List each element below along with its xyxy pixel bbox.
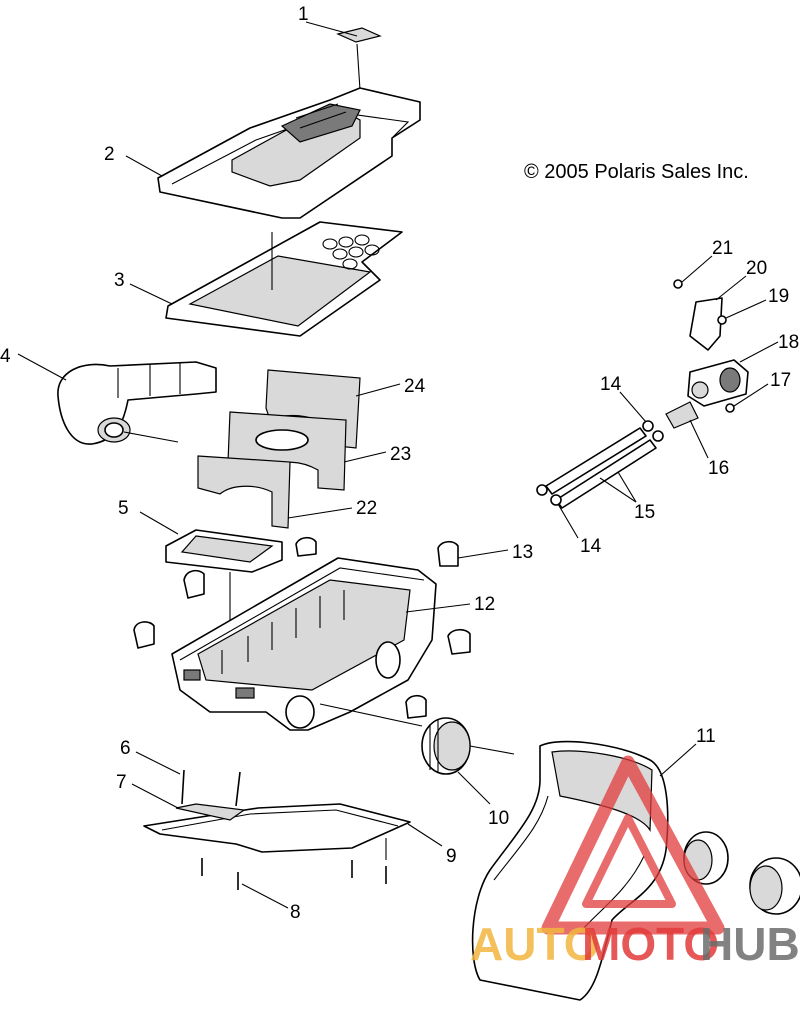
part-10-coupler [319,703,515,805]
callout-16: 16 [708,458,729,479]
callout-22: 22 [356,498,377,519]
part-3-air-filter [129,221,403,337]
part-8-screws [201,838,387,909]
part-20-bracket [689,275,747,351]
callout-12: 12 [474,594,495,615]
part-6-studs [135,751,241,807]
part-19-screw [717,299,767,325]
part-12-airbox-tray [171,557,471,731]
copyright-notice: © 2005 Polaris Sales Inc. [524,161,749,183]
part-4-intake-duct [17,353,217,445]
callout-4: 4 [0,346,11,367]
callout-8: 8 [290,902,301,923]
callout-6: 6 [120,738,131,759]
callout-21: 21 [712,238,733,259]
part-13-clips [133,536,509,719]
watermark-hub: HUB [700,918,800,970]
callout-23: 23 [390,444,411,465]
watermark-moto: MOTO [582,918,719,970]
watermark-auto: AUTO [470,918,600,970]
filter-holes [322,234,380,270]
callout-13: 13 [512,542,533,563]
part-1-decal [305,21,382,91]
callout-9: 9 [446,846,457,867]
callout-14-lower: 14 [580,536,602,557]
callout-3: 3 [114,270,125,291]
callout-5: 5 [118,498,129,519]
callout-11: 11 [696,726,716,747]
callout-10: 10 [488,808,509,829]
part-22-foam [197,455,353,529]
part-17-screw [725,383,769,413]
callout-18: 18 [778,332,799,353]
callout-7: 7 [116,772,127,793]
part-14-clamps [536,391,664,539]
part-11-rings [683,831,800,915]
part-15-hoses [545,427,657,509]
callout-labels: 1 2 3 4 24 23 22 5 13 12 6 7 8 9 10 11 2… [0,4,799,923]
part-18-valve [687,341,779,407]
part-7-brackets [131,783,246,821]
callout-1: 1 [298,4,309,25]
callout-19: 19 [768,286,789,307]
part-2-airbox-cover [125,87,421,219]
callout-17: 17 [770,370,791,391]
part-23-foam [227,411,387,491]
part-16-gasket [665,401,709,459]
callout-2: 2 [104,144,115,165]
part-21-screw [673,255,713,289]
callout-24: 24 [404,376,426,397]
callout-14-upper: 14 [600,374,622,395]
part-5-foam-pad [139,511,283,640]
callout-15: 15 [634,502,655,523]
callout-20: 20 [746,258,767,279]
watermark-logo: AUTO MOTO HUB [470,755,800,970]
